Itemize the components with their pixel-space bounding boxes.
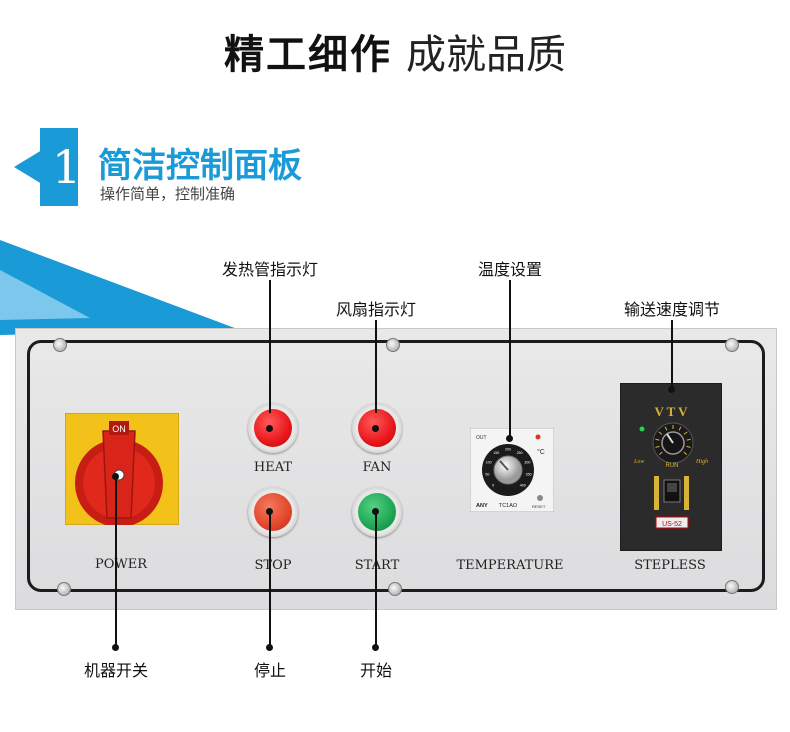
heat-indicator-lamp: [248, 403, 298, 453]
screw-icon: [386, 338, 400, 352]
label-speed: 输送速度调节: [623, 300, 721, 319]
dial-scale-label: 150: [493, 451, 499, 455]
speed-rocker-top: [667, 483, 677, 492]
speed-controller: V T V Low High RUN US-52: [620, 383, 722, 551]
screw-icon: [725, 580, 739, 594]
panel-label-stop: STOP: [254, 558, 292, 573]
page-headline: 精工细作成就品质: [0, 22, 790, 80]
speed-rail-left: [654, 476, 659, 510]
speed-model: US-52: [662, 521, 682, 528]
leader-dot: [112, 644, 119, 651]
controller-dial-scale: 0 50 100 150 200 250 300 350 400: [485, 448, 531, 488]
label-power-switch: 机器开关: [83, 661, 149, 680]
panel-label-fan: FAN: [362, 460, 392, 475]
blue-diagonal-band: [0, 240, 240, 335]
label-heat-lamp: 发热管指示灯: [221, 260, 319, 279]
dial-scale-label: 50: [485, 473, 489, 477]
stop-button[interactable]: [248, 487, 298, 537]
label-start: 开始: [359, 661, 393, 680]
label-temperature: 温度设置: [477, 260, 543, 279]
leader-line: [375, 510, 377, 648]
controller-reset-label: RESET: [532, 504, 546, 509]
speed-markings: V T V: [654, 404, 688, 419]
speed-dial-tick: [664, 426, 668, 431]
screw-icon: [388, 582, 402, 596]
leader-dot: [372, 508, 379, 515]
label-fan-lamp: 风扇指示灯: [335, 300, 417, 319]
speed-dial-tick: [658, 451, 663, 455]
controller-unit: °C: [537, 448, 545, 456]
leader-line: [509, 280, 511, 440]
speed-rail-right: [684, 476, 689, 510]
dial-scale-label: 200: [505, 448, 511, 452]
speed-controller-body: [620, 383, 722, 551]
speed-dial-tick: [686, 438, 691, 441]
section-number: 1: [52, 140, 82, 194]
speed-dial-tick: [683, 431, 688, 435]
controller-led: [535, 434, 541, 440]
section-badge-bar: [40, 128, 78, 206]
panel-label-temperature: TEMPERATURE: [456, 558, 564, 573]
screw-icon: [53, 338, 67, 352]
controller-out-label: OUT: [476, 435, 487, 441]
speed-model-tag: [655, 516, 689, 529]
section-title: 简洁控制面板: [98, 146, 302, 186]
label-stop: 停止: [253, 661, 287, 680]
leader-dot: [372, 644, 379, 651]
panel-label-stepless: STEPLESS: [634, 558, 706, 573]
screw-icon: [57, 582, 71, 596]
headline-bold: 精工细作: [224, 32, 392, 78]
section-subtitle: 操作简单，控制准确: [100, 185, 236, 203]
panel-label-heat: HEAT: [253, 460, 293, 475]
dial-scale-label: 350: [526, 473, 532, 477]
speed-high-label: High: [695, 459, 708, 465]
switch-on-label: ON: [112, 424, 126, 434]
speed-dial-tick: [658, 431, 663, 435]
controller-model: TC1AO: [499, 503, 518, 509]
light-blue-band: [0, 270, 90, 320]
speed-dial-tick: [683, 451, 688, 455]
leader-line: [671, 320, 673, 390]
speed-dial-ticks: [655, 425, 691, 455]
dial-scale-label: 250: [517, 451, 523, 455]
controller-brand: ANY: [476, 503, 488, 509]
controller-pointer: [499, 460, 509, 471]
speed-power-led: [639, 426, 645, 432]
dial-scale-label: 100: [486, 461, 492, 465]
leader-dot: [266, 508, 273, 515]
controller-reset-button[interactable]: [537, 495, 543, 501]
leader-dot: [266, 425, 273, 432]
leader-line: [269, 280, 271, 413]
leader-dot: [372, 425, 379, 432]
leader-dot: [506, 435, 513, 442]
panel-label-start: START: [354, 558, 400, 573]
dial-scale-label: 0: [492, 483, 494, 487]
leader-dot: [112, 473, 119, 480]
leader-dot: [266, 644, 273, 651]
leader-line: [115, 476, 117, 648]
dial-scale-label: 300: [524, 461, 530, 465]
dial-scale-label: 400: [520, 483, 526, 487]
panel-label-power: POWER: [94, 557, 148, 572]
speed-knob-pointer: [666, 433, 674, 444]
speed-dial-tick: [678, 426, 682, 431]
headline-light: 成就品质: [406, 32, 566, 78]
leader-dot: [668, 386, 675, 393]
speed-low-label: Low: [633, 459, 644, 465]
speed-dial-tick: [686, 445, 691, 448]
switch-on-tag: [109, 421, 129, 435]
speed-run-label: RUN: [666, 463, 679, 469]
leader-line: [375, 320, 377, 413]
speed-dial-tick: [655, 438, 660, 441]
temperature-controller: OUT °C 0 50 100 150 200 250 300 350 400 ANY TC1A…: [470, 428, 554, 512]
decor-background: [0, 128, 240, 335]
power-switch[interactable]: ON: [65, 413, 179, 525]
screw-icon: [725, 338, 739, 352]
leader-line: [269, 510, 271, 648]
speed-dial-tick: [655, 445, 660, 448]
